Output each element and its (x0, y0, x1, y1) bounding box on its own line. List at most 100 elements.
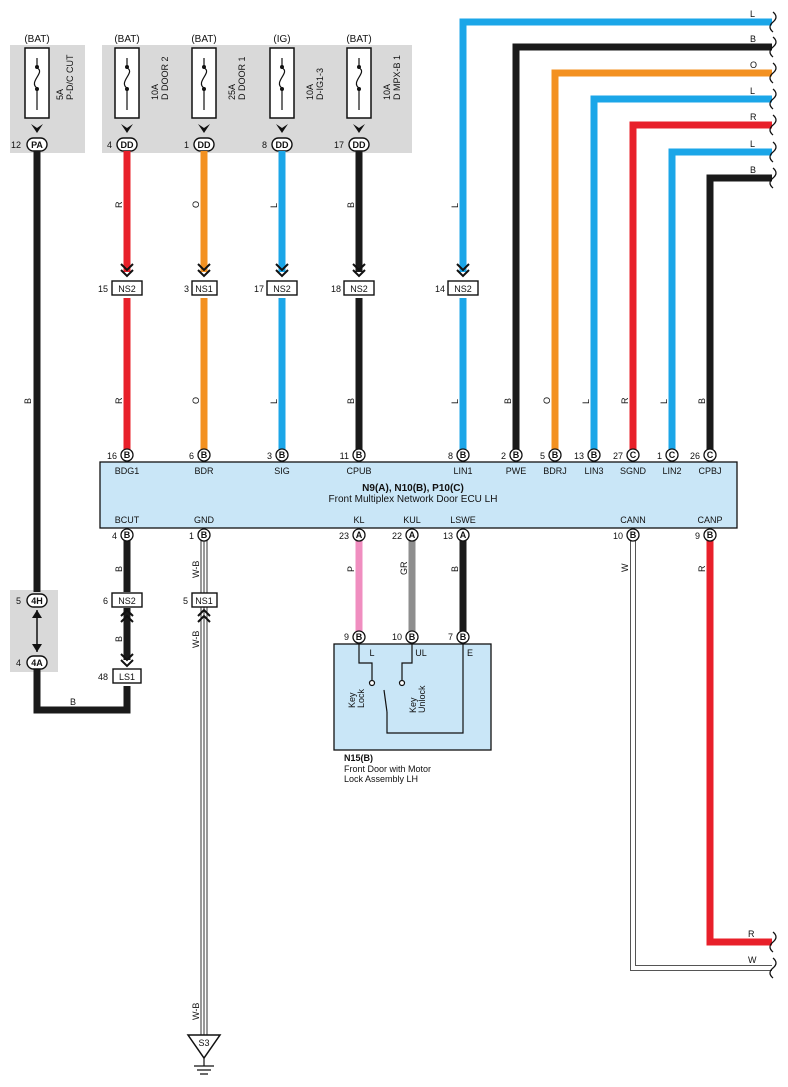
svg-text:26: 26 (690, 451, 700, 461)
svg-text:P: P (346, 566, 356, 572)
svg-text:6: 6 (189, 451, 194, 461)
svg-text:B: B (707, 530, 714, 540)
ecu-bottom-pins: BCUT 4 B GND 1 B KL 23 A KUL 22 A LSWE 1… (112, 515, 723, 542)
svg-text:B: B (124, 530, 131, 540)
svg-text:C: C (630, 450, 637, 460)
svg-text:B: B (201, 450, 208, 460)
wire-4a-ls1 (33, 669, 131, 714)
svg-text:BDRJ: BDRJ (543, 466, 567, 476)
fuse-icon (355, 58, 363, 110)
fuse-name: D MPX-B 1 (392, 55, 402, 100)
svg-text:BCUT: BCUT (115, 515, 140, 525)
svg-text:LIN3: LIN3 (584, 466, 603, 476)
svg-text:17: 17 (334, 140, 344, 150)
svg-text:CPBJ: CPBJ (698, 466, 721, 476)
svg-text:R: R (620, 397, 630, 404)
svg-text:O: O (542, 397, 552, 404)
fuse-rating: 10A (382, 84, 392, 100)
svg-text:B: B (697, 398, 707, 404)
svg-text:23: 23 (339, 531, 349, 541)
key-switch-icon (358, 643, 464, 734)
svg-text:CPUB: CPUB (346, 466, 371, 476)
svg-text:B: B (503, 398, 513, 404)
ecu-title: N9(A), N10(B), P10(C) (362, 483, 464, 494)
svg-text:2: 2 (501, 451, 506, 461)
ecu-top-pins: 16 B BDG1 6 B BDR 3 B SIG 11 B CPUB 8 B … (107, 448, 722, 476)
door-lock-pins: 9 B L 10 B UL 7 B E (344, 630, 473, 658)
svg-text:4H: 4H (31, 596, 43, 606)
svg-text:5: 5 (540, 451, 545, 461)
svg-text:16: 16 (107, 451, 117, 461)
wire-bdrj (551, 69, 772, 450)
fuse-supply: (IG) (273, 34, 290, 45)
svg-text:DD: DD (276, 140, 289, 150)
fuse-rating: 25A (227, 84, 237, 100)
svg-text:L: L (581, 399, 591, 404)
fuse-arrows (31, 124, 365, 133)
svg-text:W-B: W-B (191, 561, 201, 578)
svg-text:LSWE: LSWE (450, 515, 476, 525)
gnd-connector: 5 NS1 (183, 592, 218, 623)
svg-text:B: B (409, 632, 416, 642)
svg-text:8: 8 (262, 140, 267, 150)
svg-text:DD: DD (198, 140, 211, 150)
svg-text:B: B (552, 450, 559, 460)
svg-text:PWE: PWE (506, 466, 527, 476)
fuse-icon (200, 58, 208, 110)
fuse-supply: (BAT) (191, 34, 216, 45)
switch-label-lock-1: KeyLock (347, 688, 366, 708)
fuse-connectors: 12 PA 4 DD 1 DD 8 DD 17 DD (11, 137, 370, 152)
svg-text:SGND: SGND (620, 466, 647, 476)
svg-text:B: B (114, 566, 124, 572)
wire-labels-bottom: B B W-B W-B W-B P GR B W R B (70, 561, 707, 1020)
svg-text:LIN1: LIN1 (453, 466, 472, 476)
svg-text:13: 13 (574, 451, 584, 461)
svg-text:B: B (460, 450, 467, 460)
fuse-supply: (BAT) (114, 34, 139, 45)
junction-connectors: 15 NS2 3 NS1 17 NS2 18 NS2 14 NS2 (98, 280, 479, 296)
svg-text:27: 27 (613, 451, 623, 461)
svg-text:L: L (659, 399, 669, 404)
svg-text:NS2: NS2 (350, 284, 368, 294)
svg-text:1: 1 (189, 531, 194, 541)
svg-text:13: 13 (443, 531, 453, 541)
ecu-box (99, 461, 738, 529)
wires (33, 18, 772, 1035)
svg-text:3: 3 (267, 451, 272, 461)
switch-label-unlock: KeyUnlock (408, 685, 427, 713)
svg-text:22: 22 (392, 531, 402, 541)
svg-text:5: 5 (183, 596, 188, 606)
svg-text:14: 14 (435, 284, 445, 294)
svg-text:L: L (450, 203, 460, 208)
svg-text:O: O (750, 60, 757, 70)
svg-text:B: B (23, 398, 33, 404)
svg-text:4: 4 (112, 531, 117, 541)
svg-text:B: B (630, 530, 637, 540)
svg-text:LS1: LS1 (119, 672, 135, 682)
svg-text:B: B (346, 202, 356, 208)
right-wire-labels: L B O L R L B R W (748, 9, 757, 965)
fuse-1: (BAT) 5A P-D/C CUT (24, 34, 75, 119)
svg-text:B: B (513, 450, 520, 460)
fuse-name: D DOOR 2 (160, 56, 170, 100)
wire-labels-upper: R O L B L (114, 201, 460, 208)
inline-connectors: 5 4H 4 4A (16, 593, 48, 670)
svg-text:R: R (697, 565, 707, 572)
fuse-rating: 10A (305, 84, 315, 100)
svg-text:R: R (748, 929, 755, 939)
svg-text:W-B: W-B (191, 1003, 201, 1020)
fuse-rating: 5A (55, 89, 65, 100)
fuse-icon (33, 58, 41, 110)
svg-text:L: L (750, 139, 755, 149)
svg-text:B: B (750, 165, 756, 175)
svg-text:R: R (114, 397, 124, 404)
lock-name-1: Front Door with Motor (344, 764, 431, 774)
svg-text:UL: UL (415, 648, 427, 658)
svg-text:8: 8 (448, 451, 453, 461)
wire-cpbj (706, 174, 772, 450)
svg-text:5: 5 (16, 596, 21, 606)
svg-text:B: B (124, 450, 131, 460)
wire-cann-outline (630, 540, 772, 971)
svg-text:NS2: NS2 (118, 596, 136, 606)
junction-chevrons (120, 263, 470, 278)
